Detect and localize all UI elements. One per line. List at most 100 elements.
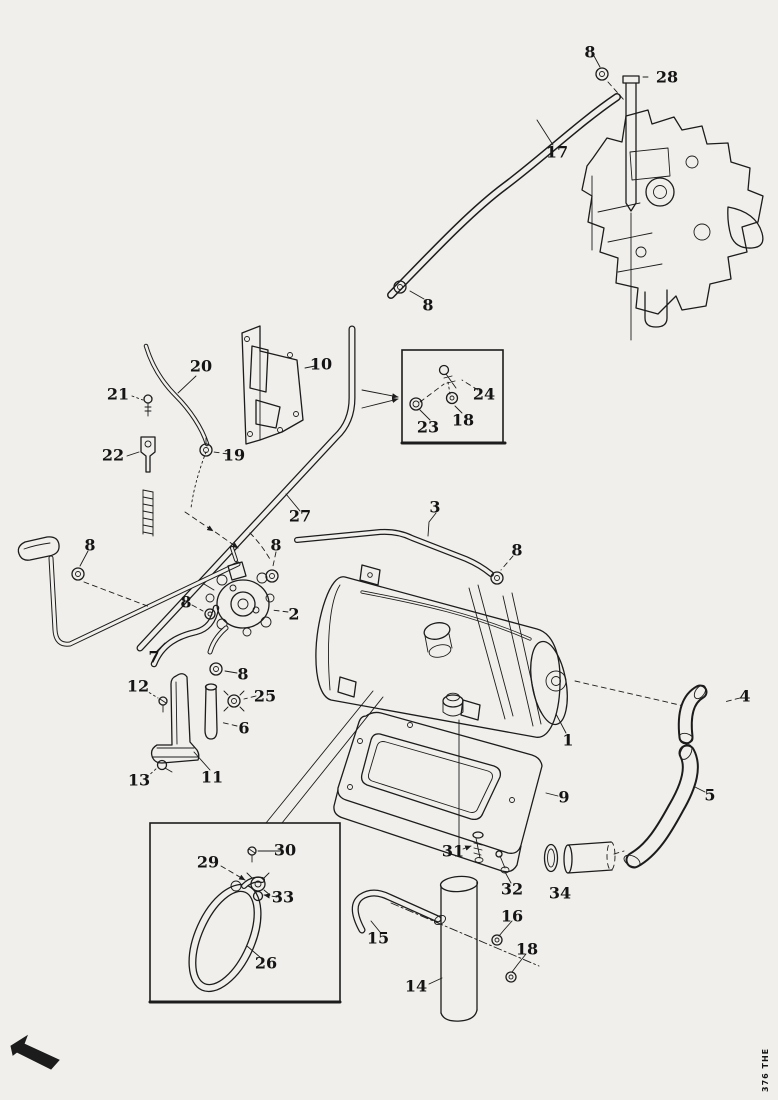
clamp-part-8-tank [490, 555, 514, 585]
detail-pointer-line [361, 397, 399, 409]
clamp-part-33 [252, 890, 278, 902]
callout-6: 6 [238, 719, 249, 738]
clamp-part-8-pump-bottom [209, 662, 238, 676]
fuel-pickup-tube [17, 536, 241, 647]
dipstick-tube-part-28 [622, 75, 649, 341]
callout-2: 2 [288, 605, 299, 624]
callout-7: 7 [148, 648, 159, 667]
callout-9: 9 [558, 788, 569, 807]
engine-assembly [581, 109, 764, 328]
callout-23: 23 [417, 418, 439, 437]
callout-8: 8 [237, 665, 248, 684]
clamp-part-19 [199, 437, 229, 457]
engine-lower-cylinder [644, 289, 668, 328]
callout-34: 34 [549, 884, 571, 903]
vent-hose-part-20 [143, 343, 210, 509]
leader-line [723, 697, 741, 703]
fuel-line-part-27 [136, 325, 356, 652]
bolt-part-18 [505, 953, 527, 983]
callout-8: 8 [511, 541, 522, 560]
callout-8: 8 [84, 536, 95, 555]
callout-16: 16 [501, 907, 523, 926]
bolt-part-16 [491, 920, 513, 946]
callout-8: 8 [180, 593, 191, 612]
tube-part-6 [204, 683, 238, 740]
callout-30: 30 [274, 841, 296, 860]
callout-25: 25 [254, 687, 276, 706]
filler-neck [423, 622, 453, 658]
clamp-part-25 [223, 690, 257, 712]
filler-tube-part-14 [428, 875, 479, 1022]
callout-21: 21 [107, 385, 129, 404]
callout-18: 18 [452, 411, 474, 430]
leader-line [574, 680, 685, 707]
fuel-hose-part-17 [387, 93, 621, 299]
callout-18: 18 [516, 940, 538, 959]
clamp-part-8-pump-top [265, 551, 279, 583]
callout-19: 19 [223, 446, 245, 465]
screw-part-12 [144, 689, 168, 713]
elbow-hose-part-4 [677, 684, 708, 745]
callout-5: 5 [704, 786, 715, 805]
callout-14: 14 [405, 977, 427, 996]
bracket-part-11 [150, 673, 211, 771]
clamp-part-8-hose17 [393, 280, 425, 300]
callout-4: 4 [739, 687, 750, 706]
clamp-part-8-pump-left [191, 604, 216, 620]
clamp-part-8-pickup [71, 550, 151, 608]
callout-33: 33 [272, 888, 294, 907]
valve-part-22 [126, 436, 156, 537]
detail-box-hose-loop [148, 690, 384, 1004]
callout-1: 1 [562, 731, 573, 750]
fuel-pump-part-2 [203, 546, 289, 655]
tank-straps [468, 584, 542, 727]
callout-24: 24 [473, 385, 495, 404]
callout-12: 12 [127, 677, 149, 696]
screw-part-21 [131, 394, 153, 417]
detail-box-fasteners [400, 349, 507, 445]
callout-22: 22 [102, 446, 124, 465]
tank-drain-fitting [442, 692, 464, 717]
corner-code: 376 THE [761, 1048, 770, 1092]
callout-17: 17 [546, 143, 568, 162]
washer-part-18 [445, 391, 459, 405]
stud-part-32 [495, 850, 512, 884]
clamp-part-8-top [593, 55, 625, 101]
callout-13: 13 [128, 771, 150, 790]
callout-8: 8 [270, 536, 281, 555]
mounting-bracket-part-10 [241, 325, 316, 445]
callout-32: 32 [501, 880, 523, 899]
hose-loop-part-26 [188, 876, 265, 993]
callout-11: 11 [201, 768, 223, 787]
tank-mount-feet [337, 564, 481, 721]
hook-hose-part-15 [351, 889, 540, 967]
callout-15: 15 [367, 929, 389, 948]
support-tray-part-9 [333, 711, 559, 873]
callout-10: 10 [310, 355, 332, 374]
nut-part-23 [409, 397, 423, 411]
callout-8: 8 [584, 43, 595, 62]
callout-31: 31 [442, 842, 464, 861]
bolt-part-13 [146, 759, 173, 778]
callout-3: 3 [429, 498, 440, 517]
clamp-part-29 [220, 865, 271, 896]
callout-29: 29 [197, 853, 219, 872]
suction-hose-part-7 [150, 604, 220, 668]
elbow-hose-part-5 [623, 744, 706, 869]
callout-20: 20 [190, 357, 212, 376]
engine-exhaust-pipe [727, 206, 764, 249]
detail-pointer-line [361, 389, 399, 399]
travel-direction-arrow-icon [10, 1034, 60, 1070]
clip-sleeve-part-34 [543, 841, 625, 874]
bolt-part-31 [462, 831, 484, 863]
fuel-hose-part-3 [294, 512, 494, 577]
screw-part-30 [247, 846, 281, 863]
bolt-part-24 [438, 364, 457, 389]
callout-27: 27 [289, 507, 311, 526]
callout-26: 26 [255, 954, 277, 973]
fuel-tank-part-1 [315, 564, 568, 857]
callout-8: 8 [422, 296, 433, 315]
